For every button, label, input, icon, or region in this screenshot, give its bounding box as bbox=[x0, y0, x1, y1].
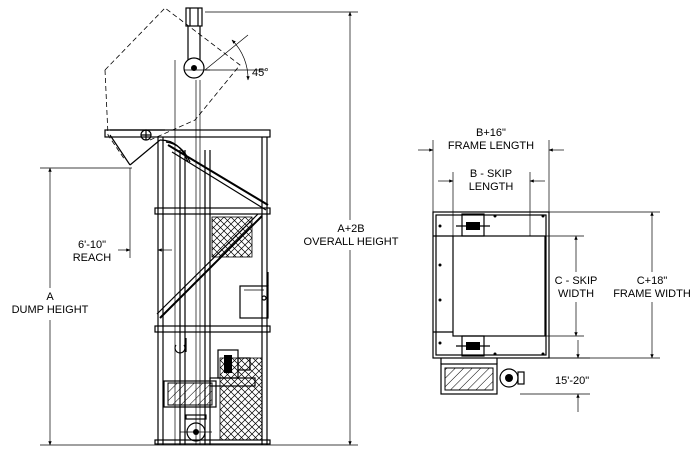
plan-skip-bucket bbox=[452, 235, 546, 337]
skip-width-label: C - SKIP bbox=[555, 275, 598, 287]
reach-dimension: 6'-10" REACH bbox=[73, 168, 172, 264]
offset-dimension: 15'-20" bbox=[520, 340, 590, 412]
skip-length-caption: LENGTH bbox=[469, 181, 514, 193]
frame-length-label: B+16" bbox=[476, 127, 506, 139]
plan-view: B+16" FRAME LENGTH B - SKIP LENGTH C - S… bbox=[418, 127, 691, 412]
angle-label: 45° bbox=[252, 67, 269, 79]
overall-height-dimension: A+2B OVERALL HEIGHT bbox=[205, 11, 406, 446]
frame-width-caption: FRAME WIDTH bbox=[613, 288, 691, 300]
plan-pulleys bbox=[456, 213, 490, 357]
clevis-hook bbox=[174, 338, 187, 354]
dump-chute bbox=[104, 129, 271, 163]
plan-motor bbox=[440, 358, 525, 395]
offset-label: 15'-20" bbox=[555, 375, 589, 387]
skip-width-caption: WIDTH bbox=[558, 288, 594, 300]
skip-bucket-dump-position bbox=[104, 7, 241, 166]
frame-width-dimension: C+18" FRAME WIDTH bbox=[549, 211, 691, 359]
angle-annotation: 45° bbox=[204, 34, 269, 81]
frame-length-dimension: B+16" FRAME LENGTH bbox=[418, 127, 564, 212]
frame-length-caption: FRAME LENGTH bbox=[448, 140, 534, 152]
head-pulley bbox=[183, 7, 210, 79]
reach-label: 6'-10" bbox=[78, 239, 106, 251]
skip-length-label: B - SKIP bbox=[470, 168, 512, 180]
control-box bbox=[239, 272, 269, 319]
plan-outer-frame bbox=[432, 211, 550, 359]
frame-width-label: C+18" bbox=[637, 275, 668, 287]
side-elevation-view: 45° bbox=[0, 7, 406, 446]
reach-caption: REACH bbox=[73, 252, 112, 264]
overall-height-label: A+2B bbox=[337, 223, 364, 235]
dump-height-label: A bbox=[46, 291, 54, 303]
boot-pulley bbox=[180, 414, 212, 442]
dump-height-dimension: A DUMP HEIGHT bbox=[0, 167, 132, 446]
skip-length-dimension: B - SKIP LENGTH bbox=[438, 168, 545, 236]
dump-height-caption: DUMP HEIGHT bbox=[12, 304, 89, 316]
skip-width-dimension: C - SKIP WIDTH bbox=[545, 235, 598, 337]
drive-motor bbox=[163, 349, 256, 408]
overall-height-caption: OVERALL HEIGHT bbox=[304, 236, 399, 248]
